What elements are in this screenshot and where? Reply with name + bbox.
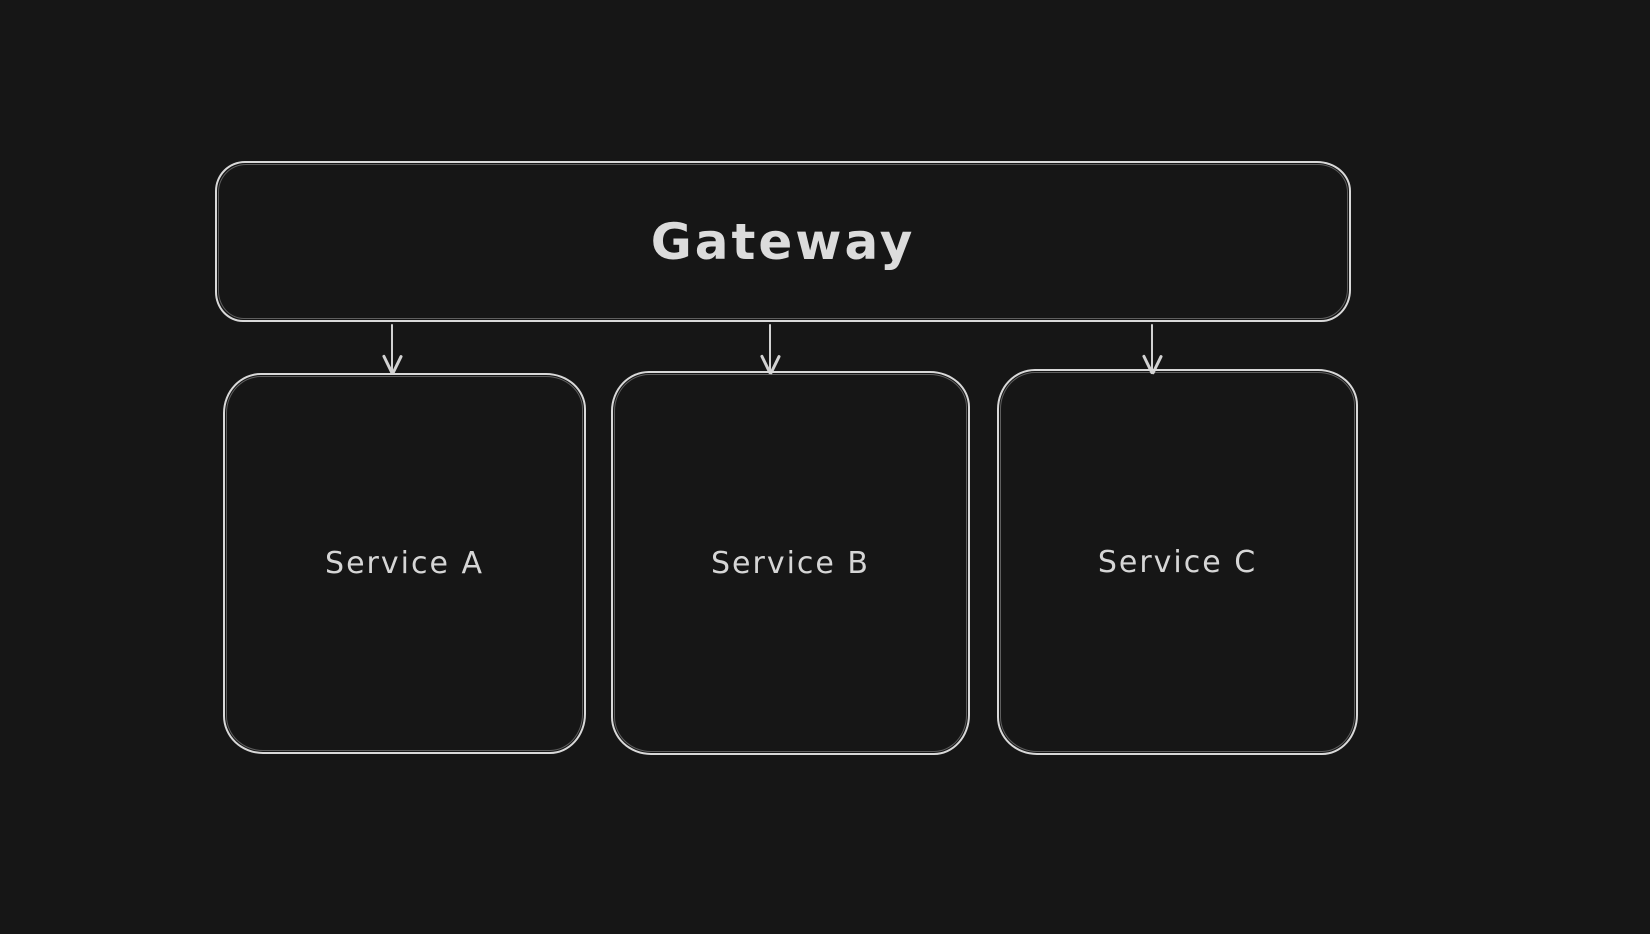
service-b-node: Service B [611,371,970,755]
arrow-gateway-to-service-b [756,324,784,375]
service-b-label: Service B [711,545,870,581]
service-c-label: Service C [1097,544,1258,580]
gateway-label: Gateway [650,212,916,271]
service-a-label: Service A [325,546,484,581]
service-a-node: Service A [223,373,586,754]
arrow-shaft [768,324,772,373]
service-c-node: Service C [997,369,1358,755]
arrow-shaft [1150,324,1154,373]
arrow-shaft [390,324,394,373]
arrow-gateway-to-service-c [1138,324,1166,375]
arrow-gateway-to-service-a [378,324,406,375]
gateway-node: Gateway [215,161,1351,322]
